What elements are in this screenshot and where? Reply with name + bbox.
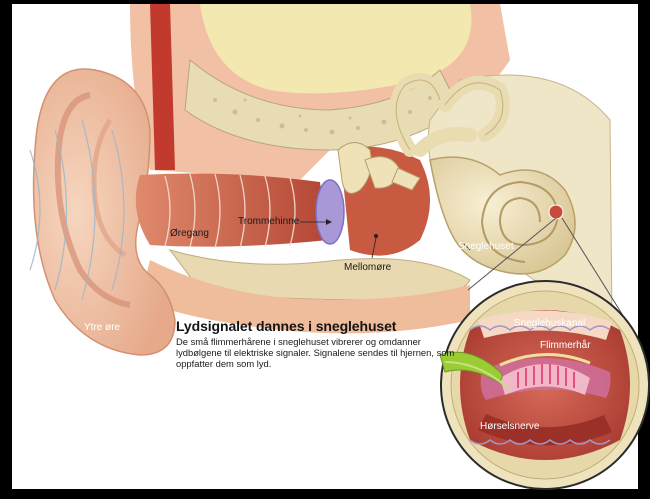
pointer-middle-dot <box>374 234 378 238</box>
label-horselsnerve: Hørselsnerve <box>480 421 539 432</box>
label-ytre-ore: Ytre øre <box>84 322 120 333</box>
label-flimmerhar: Flimmerhår <box>540 340 591 351</box>
label-mellomore: Mellomøre <box>344 262 391 273</box>
label-trommehinne: Trommehinne <box>238 216 299 227</box>
cochlea-inset <box>440 281 649 489</box>
cochlea-highlight <box>549 205 563 219</box>
ear-canal <box>136 174 328 247</box>
label-sneglehuset: Sneglehuset <box>458 241 514 252</box>
label-sneglehuskanal: Sneglehuskanal <box>514 318 585 329</box>
eardrum <box>316 180 344 244</box>
label-oregang: Øregang <box>170 228 209 239</box>
caption-body: De små flimmerhårene i sneglehuset vibre… <box>176 336 466 369</box>
caption-title: Lydsignalet dannes i sneglehuset <box>176 318 396 334</box>
